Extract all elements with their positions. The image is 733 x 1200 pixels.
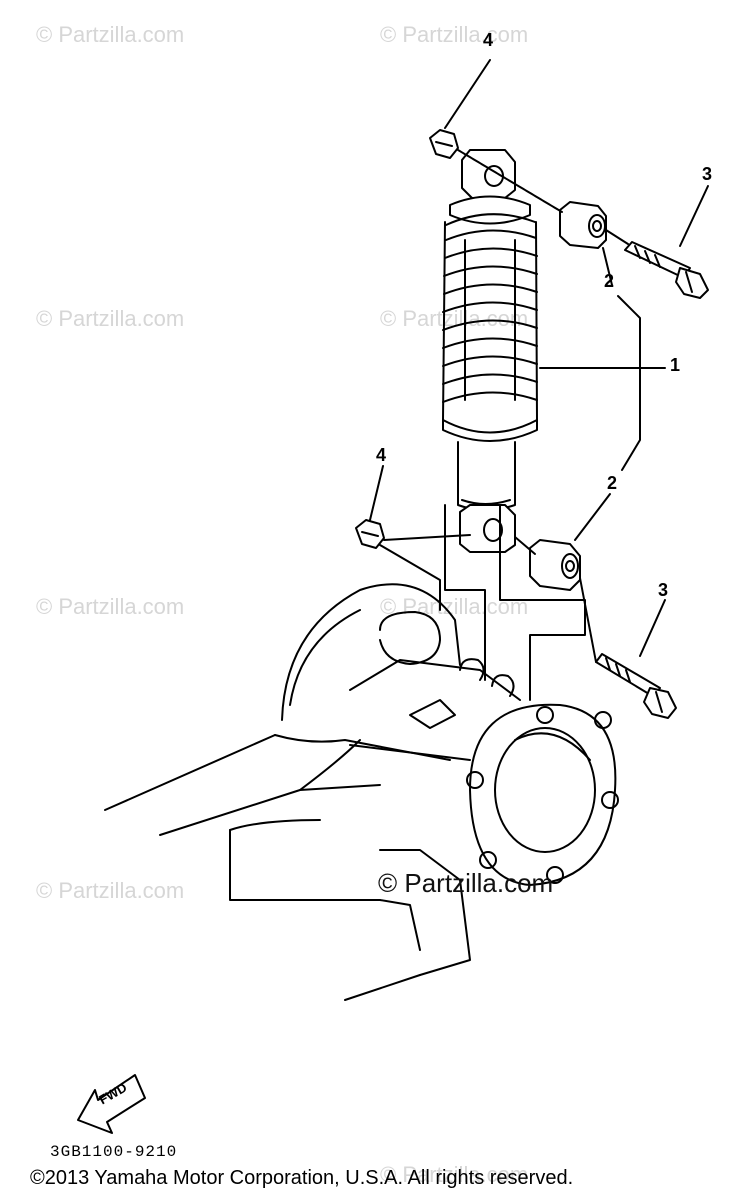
watermark: © Partzilla.com xyxy=(380,22,529,47)
watermark: © Partzilla.com xyxy=(36,594,185,619)
copyright-notice: ©2013 Yamaha Motor Corporation, U.S.A. A… xyxy=(30,1167,574,1189)
watermark: © Partzilla.com xyxy=(36,878,185,903)
shock-absorber-icon xyxy=(442,149,538,553)
drawing-code: 3GB1100-9210 xyxy=(50,1143,178,1161)
callout-part-4: 4 xyxy=(376,445,387,465)
flange-bolt-icon xyxy=(595,653,677,719)
flange-bolt-icon xyxy=(624,241,709,299)
watermark: © Partzilla.com xyxy=(380,594,529,619)
callout-part-3: 3 xyxy=(702,164,713,184)
center-watermark: © Partzilla.com xyxy=(378,868,554,898)
watermark: © Partzilla.com xyxy=(380,1162,529,1187)
collar-bushing-icon xyxy=(529,539,581,591)
callout-part-2: 2 xyxy=(607,473,618,493)
callout-part-1: 1 xyxy=(670,355,681,375)
collar-bushing-icon xyxy=(559,201,607,249)
callout-part-3: 3 xyxy=(658,580,669,600)
callout-part-4: 4 xyxy=(483,30,494,50)
callout-part-2: 2 xyxy=(604,271,615,291)
watermark: © Partzilla.com xyxy=(36,22,185,47)
fwd-arrow-icon xyxy=(77,1074,146,1134)
hex-nut-icon xyxy=(429,129,459,159)
rear-axle-housing-icon xyxy=(104,504,619,1001)
hex-nut-icon xyxy=(355,519,385,549)
watermark: © Partzilla.com xyxy=(36,306,185,331)
